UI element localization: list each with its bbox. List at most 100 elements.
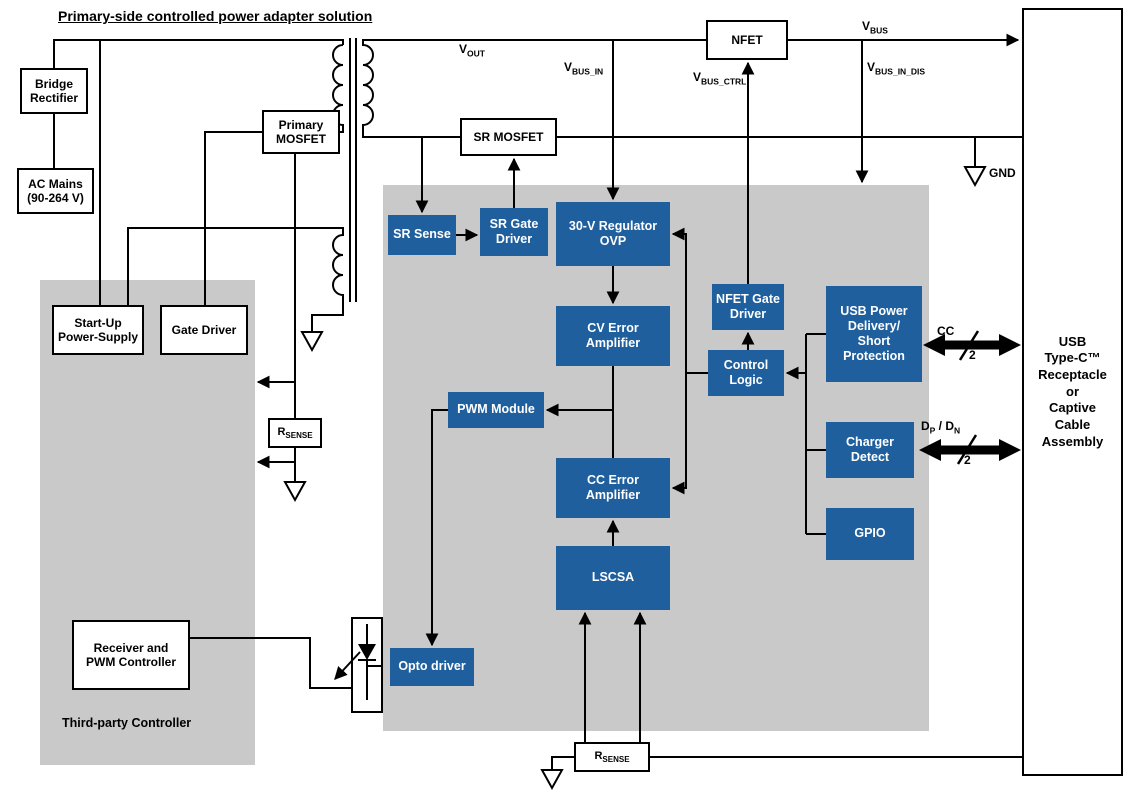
gnd-symbol-rsense-secondary [540,769,564,791]
net-label-vbus-in-dis-main: V [867,60,876,74]
optocoupler-light-arrow [334,651,361,680]
block-control-logic-label: Control Logic [723,357,769,387]
block-startup-power-supply-label: Start-Up Power-Supply [57,315,138,344]
rsense-primary-label: RSENSE [277,426,312,441]
block-opto-driver-label: Opto driver [398,659,466,674]
net-label-vbus-ctrl-sub: BUS_CTRL [701,76,747,87]
block-cc-error-amplifier: CC Error Amplifier [556,458,670,518]
data-bus-width: 2 [964,453,971,467]
arrow-wires [256,33,1020,742]
block-sr-gate-driver-label: SR Gate Driver [489,216,539,246]
block-charger-detect-label: Charger Detect [846,434,894,464]
cc-bus-width-slash [958,330,980,361]
net-label-vbus-in-sub: BUS_IN [572,66,604,77]
rsense-secondary-label: RSENSE [594,750,629,765]
block-usb-power-delivery-label: USB Power Delivery/ Short Protection [840,303,908,364]
block-receiver-pwm-controller-label: Receiver and PWM Controller [86,640,176,669]
block-opto-driver: Opto driver [390,648,474,686]
block-pwm-module: PWM Module [448,392,544,428]
net-label-gnd: GND [989,166,1016,180]
d-bus-arrow-right-head [999,439,1021,461]
rsense-primary-main: R [277,425,286,438]
block-rsense-secondary: RSENSE [574,742,650,772]
wire-receiver-optocoupler [190,637,352,689]
net-label-vout-main: V [459,42,468,56]
block-rsense-primary: RSENSE [268,418,322,448]
block-ac-mains: AC Mains (90-264 V) [17,168,94,214]
block-control-logic: Control Logic [708,350,784,396]
net-label-vbus: VBUS [862,19,888,35]
transformer-core [349,38,357,302]
block-gate-driver-label: Gate Driver [171,322,237,337]
block-cc-error-amplifier-label: CC Error Amplifier [585,472,641,502]
block-bridge-rectifier: Bridge Rectifier [20,68,88,114]
transformer-aux-winding [127,227,344,334]
net-label-vbus-in-main: V [564,60,573,74]
ground-symbols [283,166,987,791]
net-label-vbus-in: VBUS_IN [564,60,603,76]
net-label-vbus-in-dis: VBUS_IN_DIS [867,60,925,76]
block-primary-mosfet: Primary MOSFET [262,110,340,154]
transformer-secondary-winding [362,39,706,138]
block-gpio-label: GPIO [854,526,886,541]
optocoupler [351,617,383,713]
block-gpio: GPIO [826,508,914,560]
block-lscsa: LSCSA [556,546,670,610]
block-usb-power-delivery: USB Power Delivery/ Short Protection [826,286,922,382]
cc-bus-arrow-left-head [923,334,945,356]
block-sr-sense: SR Sense [388,215,456,255]
wire-bridge-to-primary-winding [53,39,344,68]
wire-controllogic-peripheral-bus [805,333,826,535]
block-receiver-pwm-controller: Receiver and PWM Controller [72,620,190,690]
block-ac-mains-label: AC Mains (90-264 V) [27,176,84,205]
block-nfet-label: NFET [731,32,763,47]
block-30v-regulator-ovp-label: 30-V Regulator OVP [568,218,658,248]
net-label-vbus-sub: BUS [870,25,888,36]
block-sr-gate-driver: SR Gate Driver [480,208,548,256]
block-nfet: NFET [706,20,788,60]
block-sr-mosfet: SR MOSFET [460,118,557,156]
net-label-vbus-in-dis-sub: BUS_IN_DIS [875,66,926,77]
block-cv-error-amplifier: CV Error Amplifier [556,306,670,366]
block-nfet-gate-driver-label: NFET Gate Driver [716,291,780,321]
block-charger-detect: Charger Detect [826,422,914,478]
d-bus-width-slash [956,434,978,465]
plain-wires [53,38,1022,770]
rsense-secondary-sub: SENSE [602,754,630,764]
block-usb-typec-receptacle-label: USB Type-C™ Receptacle or Captive Cable … [1038,333,1107,449]
net-label-vout-sub: OUT [467,48,485,59]
net-label-vbus-ctrl: VBUS_CTRL [693,70,746,86]
block-lscsa-label: LSCSA [591,570,635,585]
block-pwm-module-label: PWM Module [457,402,535,417]
gnd-symbol-aux [300,331,324,353]
block-gate-driver: Gate Driver [160,305,248,355]
gnd-symbol-secondary [963,166,987,188]
wire-pwm-optodriver [425,409,448,647]
block-startup-power-supply: Start-Up Power-Supply [52,305,144,355]
wire-gatedriver-primarymosfet [204,131,262,305]
block-30v-regulator-ovp: 30-V Regulator OVP [556,202,670,266]
bus-arrows [919,330,1021,465]
cc-bus-width: 2 [969,348,976,362]
data-bus-label-d1-sub: P [929,425,936,436]
wire-rsense2-gnd-left [551,756,574,770]
diagram-title: Primary-side controlled power adapter so… [58,8,373,24]
cc-bus-arrow-right-head [999,334,1021,356]
optocoupler-diode-triangle [358,644,376,660]
block-primary-mosfet-label: Primary MOSFET [276,117,326,146]
block-cv-error-amplifier-label: CV Error Amplifier [585,320,641,350]
block-nfet-gate-driver: NFET Gate Driver [712,284,784,330]
block-sr-mosfet-label: SR MOSFET [473,129,544,144]
third-party-controller-caption: Third-party Controller [62,716,192,730]
cc-bus-label: CC [937,324,955,338]
net-label-vbus-main: V [862,19,871,33]
net-label-vbus-ctrl-main: V [693,70,702,84]
wire-feedback-ovp [671,227,708,374]
rsense-secondary-main: R [594,749,603,762]
net-label-vout: VOUT [459,42,485,58]
data-bus-label-d2: / D [935,419,955,433]
block-usb-typec-receptacle: USB Type-C™ Receptacle or Captive Cable … [1022,8,1123,776]
data-bus-label: DP / DN [921,419,960,435]
